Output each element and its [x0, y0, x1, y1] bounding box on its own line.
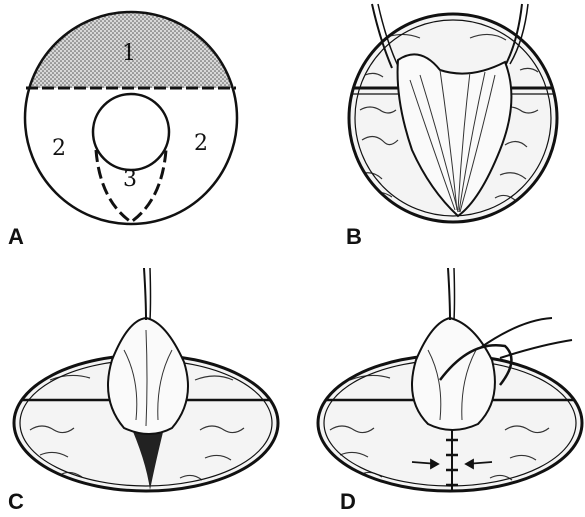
panel-d-label: D [340, 491, 356, 513]
panel-b-illustration [349, 4, 559, 224]
panel-a-diagram: 1 2 2 3 [20, 8, 250, 224]
panel-c-label: C [8, 491, 24, 513]
panel-c-illustration [14, 268, 278, 495]
region-3-label: 3 [123, 167, 137, 192]
panel-a-label: A [8, 226, 24, 248]
panel-a-inner-circle [93, 94, 169, 170]
needle-thread-upper [480, 318, 552, 348]
panel-b-label: B [346, 226, 362, 248]
suture-thread [144, 268, 146, 320]
folded-flap [108, 318, 188, 434]
panel-d-illustration [318, 268, 582, 495]
region-2-right-label: 2 [194, 131, 208, 156]
region-2-left-label: 2 [52, 136, 66, 161]
region-1-label: 1 [122, 41, 136, 66]
suture-thread [448, 268, 450, 320]
sutured-flap [412, 318, 495, 430]
